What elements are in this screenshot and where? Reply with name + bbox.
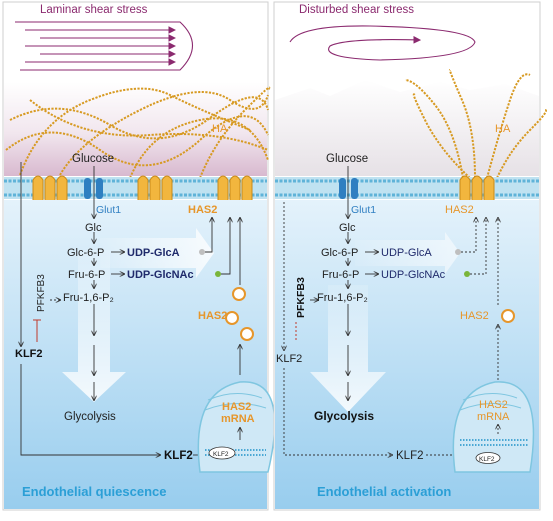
left-udp-glcnac-dot <box>215 271 221 277</box>
left-udp-glca: UDP-GlcA <box>127 247 180 259</box>
left-hbp-flux-arrow <box>100 228 214 278</box>
right-fru16p2: Fru-1,6-P₂ <box>317 292 368 304</box>
right-klf2-bottom: KLF2 <box>396 450 424 462</box>
left-membrane <box>4 177 267 199</box>
left-klf2-bottom: KLF2 <box>164 450 193 462</box>
left-hyaluronan-chains <box>5 86 271 179</box>
right-has2-mrna-2: mRNA <box>477 411 510 423</box>
left-pfkfb3: PFKFB3 <box>36 274 47 312</box>
left-has2-proteins <box>32 175 253 200</box>
left-shear-title: Laminar shear stress <box>40 4 148 16</box>
left-klf2-side: KLF2 <box>15 348 43 360</box>
left-has2-membrane-label: HAS2 <box>188 204 217 216</box>
left-klf2-dna: KLF2 <box>213 451 229 458</box>
right-glc: Glc <box>339 222 356 234</box>
left-has2-mrna-2: mRNA <box>221 413 255 425</box>
right-fru6p: Fru-6-P <box>322 269 359 281</box>
right-has2-vesicle <box>501 309 515 323</box>
left-laminar-flow-arrows <box>15 21 194 71</box>
right-nucleus <box>452 381 535 473</box>
right-hbp-flux-arrow <box>355 232 460 274</box>
right-hyaluronan-chains <box>404 69 547 179</box>
right-udp-glcnac-dot <box>464 271 470 277</box>
right-panel: Disturbed shear stress HA Glucose Glut1 … <box>273 1 547 511</box>
left-udp-glca-dot <box>199 249 205 255</box>
right-udp-glca: UDP-GlcA <box>381 247 432 259</box>
left-has2-mrna-1: HAS2 <box>222 401 251 413</box>
left-fru16p2: Fru-1,6-P₂ <box>63 292 114 304</box>
right-has2-membrane-label: HAS2 <box>445 204 474 216</box>
left-udp-glcnac: UDP-GlcNAc <box>127 269 194 281</box>
right-has2-protein <box>459 175 495 200</box>
right-has2-vesicle-label: HAS2 <box>460 310 489 322</box>
right-membrane <box>275 177 539 199</box>
left-glucose: Glucose <box>72 153 114 165</box>
left-glc6p: Glc-6-P <box>67 247 104 259</box>
left-glut1-transporter <box>84 178 103 199</box>
left-has2-vesicles <box>225 287 254 341</box>
right-ha-label: HA <box>495 123 511 135</box>
left-panel: Laminar shear stress HA G <box>2 1 276 511</box>
left-has2-vesicle-label: HAS2 <box>198 310 227 322</box>
right-udp-glca-dot <box>455 249 461 255</box>
left-glycolysis: Glycolysis <box>64 411 116 423</box>
right-pfkfb3: PFKFB3 <box>295 277 307 318</box>
right-klf2-dna: KLF2 <box>479 456 495 463</box>
left-lumen <box>4 82 267 176</box>
left-glut1: Glut1 <box>96 204 121 216</box>
right-disturbed-flow-arrows <box>289 25 476 61</box>
right-glc6p: Glc-6-P <box>321 247 358 259</box>
right-glycolysis: Glycolysis <box>314 409 374 423</box>
right-caption: Endothelial activation <box>317 484 451 499</box>
right-shear-title: Disturbed shear stress <box>299 4 414 16</box>
left-glc: Glc <box>85 222 102 234</box>
left-fru6p: Fru-6-P <box>68 269 105 281</box>
right-klf2-side: KLF2 <box>276 353 302 365</box>
right-glut1: Glut1 <box>351 204 376 216</box>
right-udp-glcnac: UDP-GlcNAc <box>381 269 446 281</box>
right-glut1-transporter <box>339 178 358 199</box>
right-glucose: Glucose <box>326 153 368 165</box>
left-caption: Endothelial quiescence <box>22 484 167 499</box>
right-has2-mrna-1: HAS2 <box>479 399 508 411</box>
left-ha-label: HA <box>212 123 228 135</box>
